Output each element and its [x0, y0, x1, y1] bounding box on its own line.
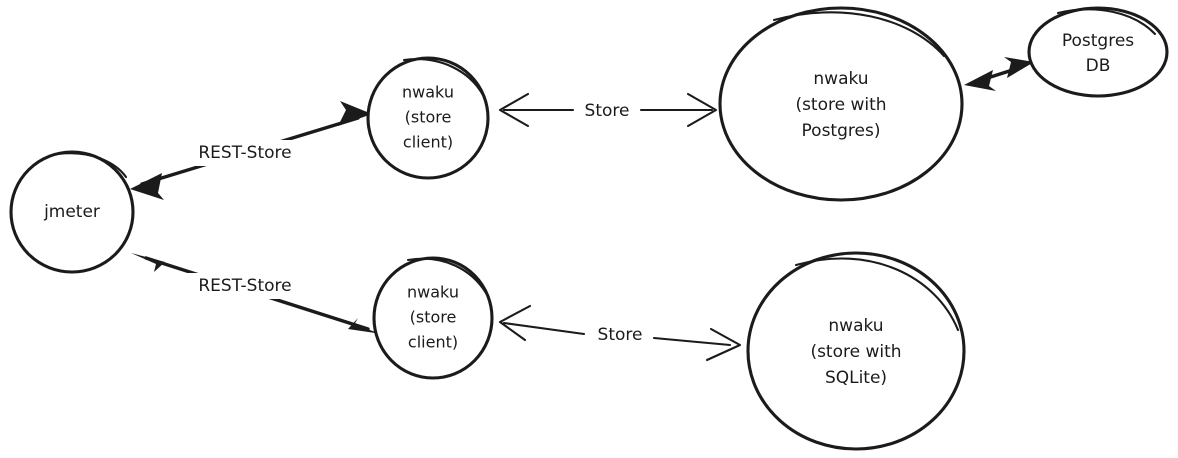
- node-nwaku-store-client-bottom[interactable]: nwaku (store client): [372, 256, 494, 380]
- node-label-line-3: Postgres): [802, 121, 881, 141]
- node-sketch-overstroke: [56, 152, 128, 179]
- arrow-head-left: [130, 173, 164, 200]
- node-shape-ellipse: [718, 6, 964, 202]
- node-label-line-2: DB: [1086, 56, 1111, 76]
- node-label-line-1: nwaku: [402, 83, 454, 102]
- node-sketch-overstroke: [772, 11, 946, 58]
- arrow-head-left: [131, 253, 165, 272]
- node-label-line-1: nwaku: [813, 69, 868, 89]
- edge-label-store-bottom: Store: [598, 325, 643, 345]
- node-nwaku-store-sqlite[interactable]: nwaku (store with SQLite): [746, 251, 966, 451]
- edge-jmeter-to-client-bottom: REST-Store: [131, 253, 382, 334]
- node-postgres-db[interactable]: Postgres DB: [1027, 6, 1169, 98]
- node-sketch-overstroke: [406, 257, 488, 295]
- edge-line-right-segment: [652, 336, 732, 347]
- node-label-line-3: SQLite): [825, 368, 887, 388]
- arrow-head-right: [1004, 57, 1034, 78]
- node-label-line-3: client): [403, 133, 453, 152]
- node-label-line-1: nwaku: [828, 316, 883, 336]
- edge-postgres-to-db: [964, 57, 1034, 91]
- node-label-line-1: nwaku: [407, 283, 459, 302]
- node-sketch-overstroke: [402, 58, 485, 97]
- arrow-head-left: [964, 70, 996, 91]
- edge-client-bottom-to-sqlite: Store: [498, 304, 742, 362]
- node-label-line-3: client): [408, 333, 458, 352]
- arrow-head-right: [338, 101, 372, 126]
- arrow-head-right: [348, 318, 382, 334]
- edge-label-rest-store-bottom: REST-Store: [198, 276, 291, 296]
- node-shape-circle: [746, 251, 966, 451]
- arrow-head-right: [686, 92, 718, 128]
- node-label-line-2: (store with: [810, 342, 901, 362]
- arrow-head-left: [498, 304, 532, 342]
- node-shape-circle: [372, 256, 494, 380]
- edge-line-left-segment: [502, 321, 586, 336]
- node-shape-ellipse: [1027, 6, 1169, 98]
- edge-label-bg: [182, 140, 310, 166]
- node-label-line-1: Postgres: [1062, 31, 1134, 51]
- node-jmeter[interactable]: jmeter: [9, 150, 135, 274]
- arrow-head-left: [498, 92, 530, 128]
- edge-jmeter-to-client-top: REST-Store: [130, 101, 372, 200]
- node-label-jmeter: jmeter: [43, 202, 100, 222]
- edge-client-top-to-postgres: Store: [498, 92, 718, 128]
- node-shape-circle: [366, 56, 490, 180]
- arrow-head-right: [705, 327, 742, 362]
- node-label-line-2: (store: [410, 308, 457, 327]
- node-nwaku-store-client-top[interactable]: nwaku (store client): [366, 56, 490, 180]
- edge-label-bg: [182, 273, 310, 299]
- node-label-line-2: (store with: [795, 95, 886, 115]
- edge-label-rest-store-top: REST-Store: [198, 143, 291, 163]
- node-sketch-overstroke: [794, 257, 960, 332]
- node-nwaku-store-postgres[interactable]: nwaku (store with Postgres): [718, 6, 964, 202]
- edge-label-store-top: Store: [585, 101, 630, 121]
- node-shape-circle: [9, 150, 135, 274]
- node-label-line-2: (store: [405, 108, 452, 127]
- node-sketch-overstroke: [1056, 8, 1157, 36]
